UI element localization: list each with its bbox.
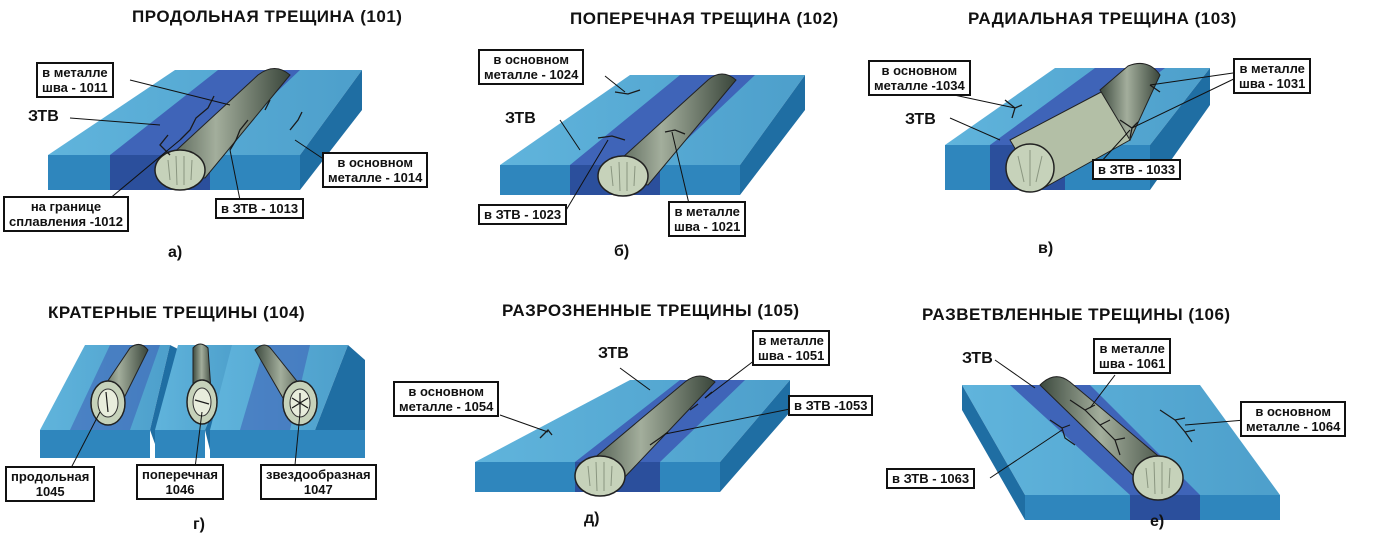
- callout-1054: в основном металле - 1054: [393, 381, 500, 417]
- panel-b-leaders: [559, 75, 691, 213]
- panel-e-zone-label: ЗТВ: [598, 345, 629, 362]
- callout-1047: звездообразная 1047: [260, 464, 377, 500]
- callout-1063: в ЗТВ - 1063: [886, 468, 976, 489]
- callout-1031: в металле шва - 1031: [1233, 58, 1312, 94]
- panel-c-title: РАДИАЛЬНАЯ ТРЕЩИНА (103): [968, 9, 1237, 28]
- callout-1046: поперечная 1046: [136, 464, 224, 500]
- panel-f-cracks: [1049, 399, 1196, 456]
- panel-d-cracks: [105, 391, 309, 413]
- panel-d-welds: [90, 343, 318, 426]
- panel-e-letter: д): [584, 510, 600, 527]
- panel-f-title: РАЗВЕТВЛЕННЫЕ ТРЕЩИНЫ (106): [922, 305, 1231, 324]
- panel-a-cracks: [159, 95, 303, 156]
- callout-1012: на границе сплавления -1012: [3, 196, 129, 232]
- panel-c-letter: в): [1038, 240, 1054, 257]
- callout-1013: в ЗТВ - 1013: [215, 198, 305, 219]
- panel-f-leaders: [989, 359, 1246, 479]
- callout-1014: в основном металле - 1014: [322, 152, 429, 188]
- panel-e-title: РАЗРОЗНЕННЫЕ ТРЕЩИНЫ (105): [502, 301, 800, 320]
- panel-a-zone-label: ЗТВ: [28, 108, 59, 125]
- panel-a-title: ПРОДОЛЬНАЯ ТРЕЩИНА (101): [132, 7, 403, 26]
- callout-1021: в металле шва - 1021: [668, 201, 747, 237]
- panel-a-leaders: [69, 79, 326, 201]
- panel-c-weld: [1005, 63, 1161, 193]
- callout-1045: продольная 1045: [5, 466, 96, 502]
- panel-a-letter: а): [168, 244, 183, 261]
- callout-1024: в основном металле - 1024: [478, 49, 585, 85]
- callout-1053: в ЗТВ -1053: [788, 395, 874, 416]
- panel-f-zone-label: ЗТВ: [962, 350, 993, 367]
- callout-1051: в металле шва - 1051: [752, 330, 831, 366]
- panel-e-leaders: [499, 359, 796, 435]
- panel-d-letter: г): [193, 516, 205, 533]
- callout-1011: в металле шва - 1011: [36, 62, 114, 98]
- panel-f-letter: е): [1150, 513, 1165, 530]
- callout-1034: в основном металле -1034: [868, 60, 971, 96]
- panel-b-zone-label: ЗТВ: [505, 110, 536, 127]
- panel-c-zone-label: ЗТВ: [905, 111, 936, 128]
- callout-1061: в металле шва - 1061: [1093, 338, 1172, 374]
- panel-b-title: ПОПЕРЕЧНАЯ ТРЕЩИНА (102): [570, 9, 839, 28]
- panel-d-leaders: [69, 411, 301, 471]
- panel-e-weld: [574, 375, 716, 497]
- callout-1033: в ЗТВ - 1033: [1092, 159, 1182, 180]
- panel-d-title: КРАТЕРНЫЕ ТРЕЩИНЫ (104): [48, 303, 306, 322]
- panel-b-cracks: [597, 89, 686, 141]
- panel-a-weld: [153, 68, 291, 191]
- panel-b-weld: [597, 73, 737, 197]
- panel-b-letter: б): [614, 243, 630, 260]
- callout-1023: в ЗТВ - 1023: [478, 204, 568, 225]
- callout-1064: в основном металле - 1064: [1240, 401, 1347, 437]
